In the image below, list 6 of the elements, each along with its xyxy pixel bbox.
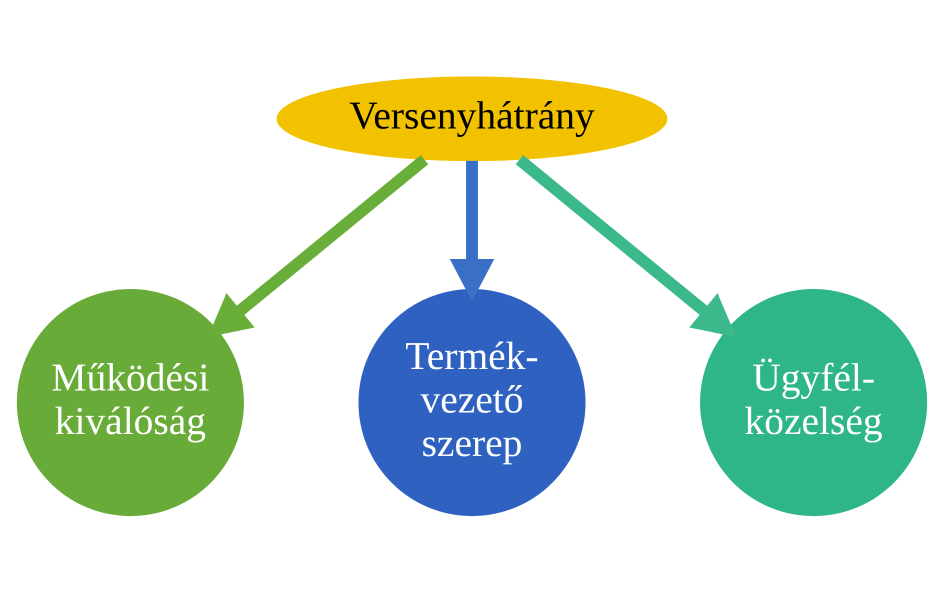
node-circle: Termék- vezető szerep (358, 288, 586, 516)
node-ellipse: Versenyhátrány (276, 76, 668, 161)
node-circle: Ügyfél- közelség (700, 288, 928, 516)
arrow (516, 154, 736, 337)
arrow (450, 160, 494, 301)
node-circle: Működési kiválóság (16, 288, 244, 516)
